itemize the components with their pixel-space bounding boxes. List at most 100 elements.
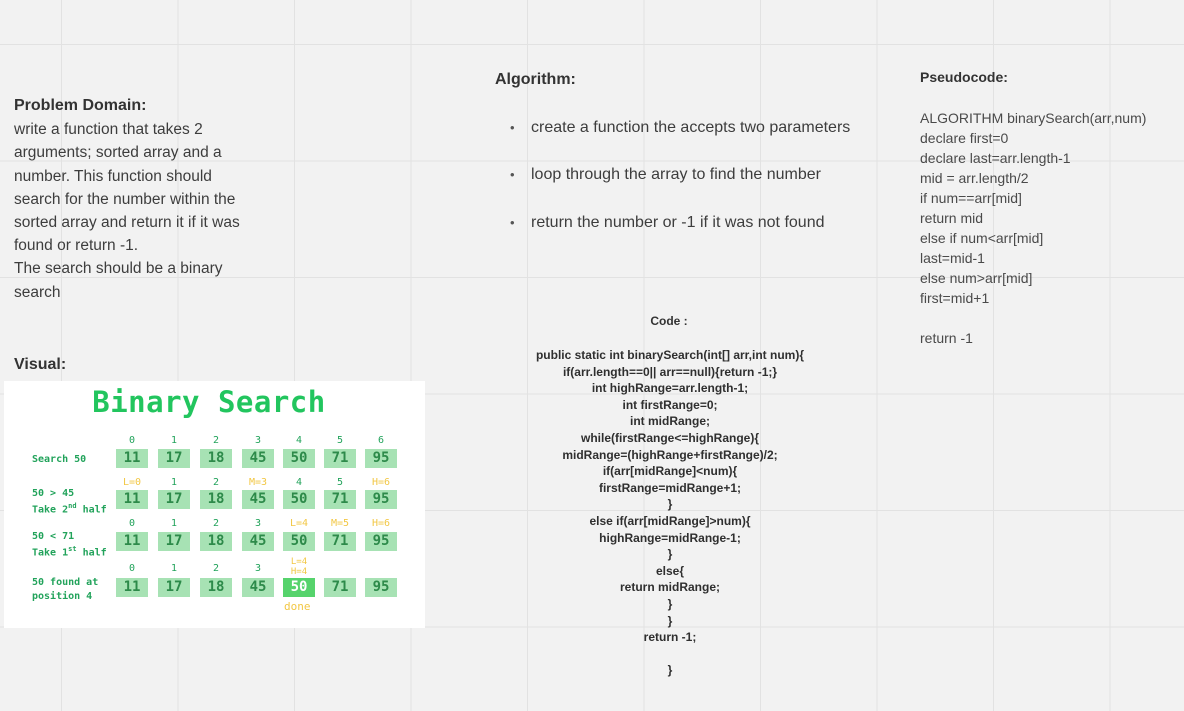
problem-line: found or return -1.: [14, 237, 139, 255]
array-cell: 17: [158, 578, 190, 597]
problem-line: write a function that takes 2: [14, 121, 203, 139]
algorithm-step: return the number or -1 if it was not fo…: [510, 211, 880, 235]
code-line: [470, 646, 870, 663]
index-label: 1: [170, 435, 178, 446]
array-cell: 11: [116, 449, 148, 468]
index-label: 1: [170, 518, 178, 529]
code-line: }: [667, 547, 673, 562]
problem-line: search: [14, 283, 61, 301]
algorithm-step: loop through the array to find the numbe…: [510, 163, 880, 187]
array-cell: 71: [324, 578, 356, 597]
index-label: M=3: [248, 477, 268, 488]
index-label: 0: [128, 518, 136, 529]
code-line: else{: [655, 563, 685, 578]
code-line: if(arr.length==0|| arr==null){return -1;…: [562, 364, 778, 379]
pseudocode-line: if num==arr[mid]: [920, 190, 1022, 206]
array-cell: 17: [158, 449, 190, 468]
binary-search-title: Binary Search: [92, 385, 326, 419]
index-label: 1: [170, 563, 178, 574]
binary-search-image[interactable]: Binary Search Search 50 0 1 2 3 4 5 6 11…: [4, 381, 425, 628]
pseudocode-line: declare last=arr.length-1: [920, 150, 1071, 166]
index-label: 3: [254, 518, 262, 529]
index-label: 5: [336, 435, 344, 446]
pseudocode-line: first=mid+1: [920, 290, 990, 306]
code-line: public static int binarySearch(int[] arr…: [535, 348, 805, 362]
array-cell: 45: [242, 449, 274, 468]
code-block[interactable]: public static int binarySearch(int[] arr…: [470, 347, 870, 679]
index-label: 3: [254, 563, 262, 574]
array-cell: 71: [324, 449, 356, 468]
array-cell: 45: [242, 490, 274, 509]
problem-domain-note[interactable]: Problem Domain: write a function that ta…: [14, 94, 284, 304]
code-line: if(arr[midRange]<num){: [602, 464, 738, 479]
index-label: 2: [212, 477, 220, 488]
pseudocode-line: else if num<arr[mid]: [920, 230, 1044, 246]
done-label: done: [284, 600, 311, 613]
index-label: 3: [254, 435, 262, 446]
index-label: L=4 H=4: [290, 557, 308, 577]
problem-line: number. This function should: [14, 167, 212, 185]
row-sublabel: Take 2nd half: [32, 502, 107, 516]
code-line: firstRange=midRange+1;: [598, 480, 742, 495]
index-label: H=6: [371, 477, 391, 488]
index-label: 2: [212, 435, 220, 446]
index-label: L=4: [289, 518, 309, 529]
algorithm-step: create a function the accepts two parame…: [510, 116, 880, 140]
pseudocode-heading[interactable]: Pseudocode:: [920, 69, 1008, 85]
index-label: 2: [212, 563, 220, 574]
index-label: 6: [377, 435, 385, 446]
code-line: midRange=(highRange+firstRange)/2;: [562, 447, 778, 462]
pseudocode-line: [920, 308, 1146, 328]
algorithm-list[interactable]: create a function the accepts two parame…: [510, 116, 880, 258]
array-cell: 45: [242, 578, 274, 597]
array-cell: 17: [158, 532, 190, 551]
pseudocode-line: return -1: [920, 330, 973, 346]
array-cell: 95: [365, 490, 397, 509]
code-line: }: [667, 497, 673, 512]
problem-line: search for the number within the: [14, 190, 236, 208]
problem-line: arguments; sorted array and a: [14, 144, 222, 162]
pseudocode-line: declare first=0: [920, 130, 1009, 146]
pseudocode-line: mid = arr.length/2: [920, 170, 1029, 186]
code-line: }: [667, 613, 673, 628]
array-cell: 45: [242, 532, 274, 551]
code-line: int highRange=arr.length-1;: [591, 381, 749, 396]
array-cell: 95: [365, 532, 397, 551]
array-cell: 71: [324, 490, 356, 509]
algorithm-heading[interactable]: Algorithm:: [495, 71, 576, 88]
pseudocode-line: return mid: [920, 210, 984, 226]
array-cell: 18: [200, 490, 232, 509]
array-cell-found: 50: [283, 578, 315, 597]
array-cell: 11: [116, 578, 148, 597]
array-cell: 50: [283, 449, 315, 468]
row-label: 50 found at: [32, 577, 99, 588]
visual-heading[interactable]: Visual:: [14, 356, 67, 373]
problem-line: sorted array and return it if it was: [14, 214, 240, 232]
row-label: 50 < 71: [32, 531, 75, 542]
array-cell: 11: [116, 490, 148, 509]
code-heading[interactable]: Code :: [650, 314, 688, 328]
array-cell: 18: [200, 449, 232, 468]
index-label: 0: [128, 563, 136, 574]
array-cell: 17: [158, 490, 190, 509]
array-cell: 71: [324, 532, 356, 551]
code-line: return -1;: [643, 630, 697, 645]
index-label: 2: [212, 518, 220, 529]
code-line: highRange=midRange-1;: [599, 530, 741, 545]
row-label: Search 50: [32, 454, 87, 465]
array-cell: 50: [283, 490, 315, 509]
code-line: int firstRange=0;: [622, 397, 718, 412]
code-line: return midRange;: [619, 580, 720, 595]
index-label: M=5: [330, 518, 350, 529]
pseudocode-block[interactable]: ALGORITHM binarySearch(arr,num) declare …: [920, 108, 1146, 348]
code-line: }: [667, 663, 673, 678]
array-cell: 50: [283, 532, 315, 551]
index-label: L=0: [122, 477, 142, 488]
code-line: }: [667, 596, 673, 611]
array-cell: 95: [365, 449, 397, 468]
pseudocode-line: else num>arr[mid]: [920, 270, 1033, 286]
code-line: int midRange;: [630, 414, 710, 429]
problem-domain-heading: Problem Domain:: [14, 97, 147, 114]
array-cell: 18: [200, 578, 232, 597]
index-label: 0: [128, 435, 136, 446]
